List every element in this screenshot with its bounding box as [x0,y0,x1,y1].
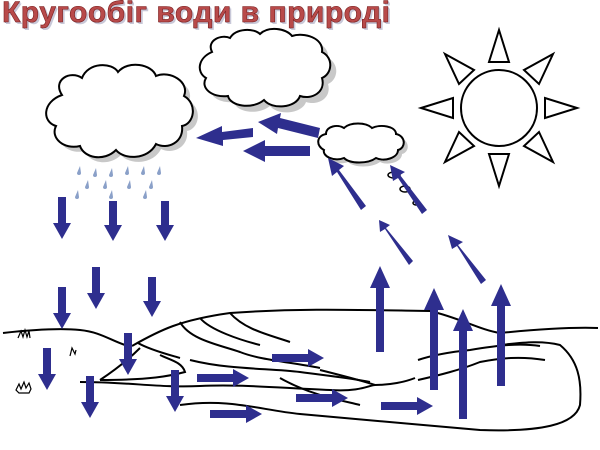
evaporation-vertical-arrow-icon [370,266,511,419]
precipitation-arrow-icon [38,197,184,418]
plant-icon [15,327,77,394]
arrows [38,113,511,423]
surface-flow-arrow-icon [197,349,433,423]
evaporation-arrow-icon [328,158,486,284]
rain-cloud-icon [45,63,198,163]
raindrops-icon [75,166,161,199]
cloud-movement-arrow-icon [196,113,320,162]
sun-icon [417,26,581,190]
large-cloud-icon [198,28,337,113]
small-cloud-icon [317,122,408,167]
diagram-title: Кругообіг води в природі [2,0,391,29]
